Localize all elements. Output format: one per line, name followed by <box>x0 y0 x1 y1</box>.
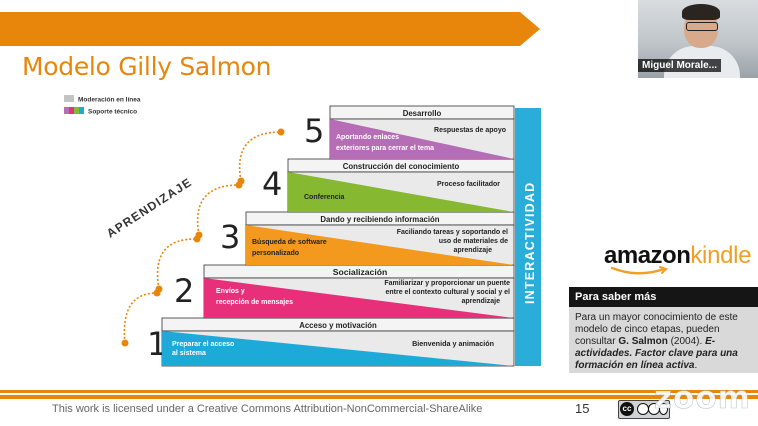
participant-video[interactable]: Miguel Morale... <box>638 0 758 78</box>
progress-arrows <box>123 131 282 344</box>
saber-mas-text: Para un mayor conocimiento de este model… <box>569 307 758 373</box>
step-2: 2 Socialización Envíos y recepción de me… <box>174 264 515 319</box>
step-1: 1 Acceso y motivación Preparar el acceso… <box>147 317 515 367</box>
step-left-text: Aportando enlaces <box>336 134 399 141</box>
step-right-text: aprendizaje <box>461 298 500 305</box>
progress-dots <box>121 128 285 347</box>
saber-mas-author: G. Salmon <box>618 336 668 347</box>
step-right-text: Familiarizar y proporcionar un puente <box>384 280 510 287</box>
step-right-text: Respuestas de apoyo <box>434 127 506 134</box>
saber-mas-book: E-actividades. Factor clave para una for… <box>575 336 738 371</box>
saber-mas-end: . <box>694 360 698 371</box>
legend-label: Moderación en línea <box>78 97 141 104</box>
multicolor-swatch-icon <box>64 107 84 114</box>
step-left-text: personalizado <box>252 250 299 257</box>
interactividad-bar <box>515 108 541 366</box>
step-4: 4 Construcción del conocimiento Conferen… <box>262 158 515 213</box>
step-number: 2 <box>174 272 194 310</box>
step-left-text: al sistema <box>172 350 206 357</box>
step-title: Acceso y motivación <box>299 321 377 330</box>
saber-mas-year: (2004). <box>667 336 706 347</box>
step-number: 5 <box>304 112 324 150</box>
amazon-smile-icon <box>610 266 668 275</box>
step-right-text: Proceso facilitador <box>437 181 500 188</box>
step-title: Construcción del conocimiento <box>343 162 460 171</box>
slide-title: Modelo Gilly Salmon <box>22 52 272 81</box>
gilly-salmon-diagram: Moderación en línea Soporte técnico APRE… <box>64 95 541 367</box>
zoom-watermark: zoom <box>654 380 751 417</box>
person-hair <box>682 4 720 20</box>
kindle-wordmark: kindle <box>690 242 752 269</box>
interactividad-label: INTERACTIVIDAD <box>523 182 537 304</box>
step-left-text: exteriores para cerrar el tema <box>336 145 434 152</box>
step-right-text: entre el contexto cultural y social y el <box>386 289 511 296</box>
step-left-text: Búsqueda de software <box>252 239 327 246</box>
step-title: Desarrollo <box>403 109 442 118</box>
step-right-text: Faciliando tareas y soportando el <box>397 229 508 236</box>
amazon-kindle-logo: amazonkindle <box>604 242 752 275</box>
amazon-wordmark: amazon <box>604 242 691 269</box>
footer-band <box>0 390 758 399</box>
aprendizaje-label: APRENDIZAJE <box>104 175 195 241</box>
step-right-text: aprendizaje <box>453 247 492 254</box>
saber-mas-intro: Para un mayor conocimiento de este model… <box>575 312 738 347</box>
step-title: Dando y recibiendo información <box>320 215 439 224</box>
step-3: 3 Dando y recibiendo información Búsqued… <box>220 211 515 266</box>
step-left-text: Envíos y <box>216 288 245 295</box>
page-number: 15 <box>575 401 590 416</box>
gray-swatch-icon <box>64 95 74 102</box>
title-band <box>0 12 540 46</box>
participant-name: Miguel Morale... <box>638 59 722 72</box>
creative-commons-by-nc-sa-icon: cc <box>618 400 670 419</box>
step-5: 5 Desarrollo Aportando enlaces exteriore… <box>304 105 515 160</box>
saber-mas-heading: Para saber más <box>569 287 758 307</box>
step-right-text: Bienvenida y animación <box>412 339 494 348</box>
step-number: 3 <box>220 218 240 256</box>
license-text: This work is licensed under a Creative C… <box>52 403 483 415</box>
step-title: Socialización <box>333 267 387 277</box>
step-right-text: uso de materiales de <box>439 238 508 245</box>
step-left-text: Conferencia <box>304 194 345 201</box>
step-number: 4 <box>262 165 282 203</box>
legend-label: Soporte técnico <box>88 109 137 116</box>
step-left-text: recepción de mensajes <box>216 299 293 306</box>
step-left-text: Preparar el acceso <box>172 341 234 348</box>
glasses-icon <box>686 22 718 31</box>
